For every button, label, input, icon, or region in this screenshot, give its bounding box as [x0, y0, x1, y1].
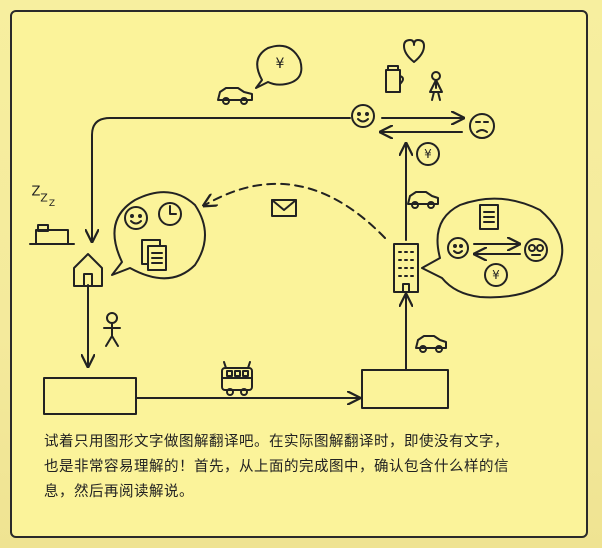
yen-coin-icon-top: ¥: [416, 142, 440, 166]
sleep-z-2: Z: [40, 192, 48, 205]
yen-symbol: ¥: [276, 56, 285, 72]
thought-bubble-right: ¥: [421, 197, 564, 299]
sleep-z-3: Z: [49, 199, 55, 209]
caption-line-1: 试着只用图形文字做图解翻译吧。在实际图解翻译时，即使没有文字，: [44, 434, 509, 450]
heart-icon: [403, 39, 425, 63]
thought-bubble-left: [111, 191, 206, 280]
person-female-icon: [429, 71, 443, 101]
flow-arrows: [88, 117, 406, 398]
yen-symbol: ¥: [492, 268, 500, 282]
car-icon-middle: [407, 191, 439, 209]
smiley-icon-right: [447, 237, 469, 259]
smiley-icon-top: [351, 104, 375, 128]
house-icon: [73, 253, 103, 287]
office-building-icon: [393, 243, 419, 293]
illustration-frame: [10, 10, 588, 538]
document-icon-right: [479, 204, 499, 230]
car-icon-lower: [415, 335, 447, 353]
document-icon: [141, 239, 167, 271]
caption-line-3: 息，然后再阅读解说。: [44, 484, 194, 500]
glasses-face-icon: [524, 238, 548, 262]
clock-icon: [158, 202, 182, 226]
caption-line-2: 也是非常容易理解的！首先，从上面的完成图中，确认包含什么样的信: [44, 459, 509, 475]
sad-face-icon: [469, 113, 495, 139]
walking-person-icon: [103, 312, 121, 347]
caption-text: 试着只用图形文字做图解翻译吧。在实际图解翻译时，即使没有文字， 也是非常容易理解…: [44, 430, 564, 505]
yen-symbol: ¥: [424, 147, 432, 161]
right-box: [361, 369, 449, 409]
sleep-z-1: Z: [32, 185, 41, 200]
drink-cup-icon: [385, 65, 404, 93]
yen-coin-icon-right: ¥: [484, 263, 508, 287]
car-icon-top: [217, 87, 253, 105]
speech-bubble-yen: ¥: [255, 44, 303, 89]
left-box: [43, 377, 137, 415]
envelope-icon: [271, 199, 297, 217]
bed-sleep-icon: Z Z Z: [29, 185, 75, 245]
smiley-icon: [124, 206, 148, 230]
train-icon: [221, 361, 253, 396]
